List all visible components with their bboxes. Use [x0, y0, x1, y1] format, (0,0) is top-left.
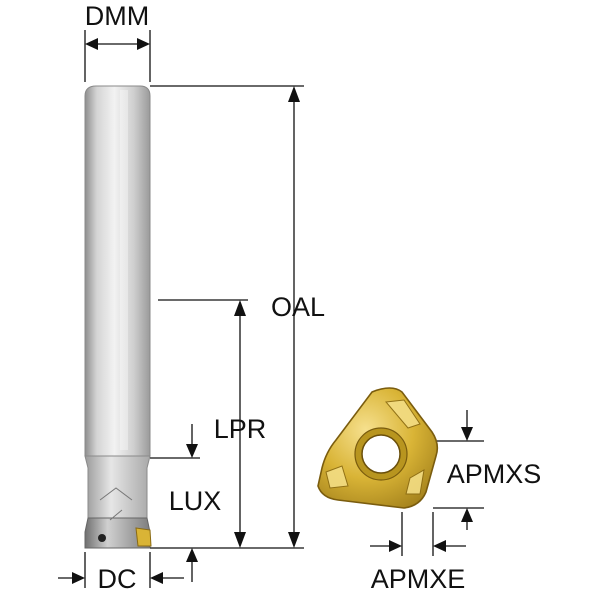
label-dc: DC	[98, 564, 137, 594]
dimension-labels: DMM OAL LPR LUX DC APMXS APMXE	[85, 1, 542, 594]
coolant-hole	[98, 534, 106, 542]
label-apmxs: APMXS	[447, 459, 542, 489]
shank	[84, 85, 151, 457]
chip-pocket	[99, 487, 133, 521]
label-oal: OAL	[271, 292, 325, 322]
insert-facet-left	[325, 465, 349, 489]
insert-facet-right	[405, 469, 425, 495]
insert-facet-top	[385, 399, 421, 429]
label-lux: LUX	[169, 486, 222, 516]
cutter-body	[84, 85, 152, 549]
label-apmxe: APMXE	[371, 564, 466, 594]
insert-hole	[361, 434, 401, 474]
shank-highlight	[120, 90, 128, 450]
arrowheads	[72, 38, 473, 584]
label-lpr: LPR	[214, 414, 267, 444]
head-insert	[135, 527, 152, 547]
label-dmm: DMM	[85, 1, 149, 31]
neck	[84, 455, 151, 519]
insert-detail	[317, 387, 439, 509]
